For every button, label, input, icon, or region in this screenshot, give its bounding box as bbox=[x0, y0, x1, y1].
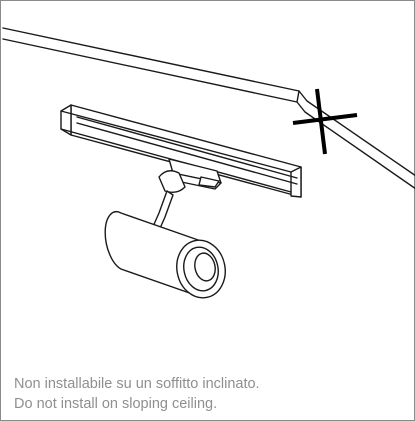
track-adapter bbox=[158, 158, 222, 194]
caption-italian: Non installabile su un soffitto inclinat… bbox=[14, 376, 260, 392]
caption: Non installabile su un soffitto inclinat… bbox=[14, 374, 409, 414]
installation-diagram bbox=[2, 27, 415, 299]
cross-icon bbox=[292, 88, 358, 155]
caption-english: Do not install on sloping ceiling. bbox=[14, 396, 218, 412]
track-rail bbox=[60, 104, 302, 198]
spotlight-body bbox=[104, 211, 226, 299]
sloping-ceiling bbox=[2, 27, 415, 190]
